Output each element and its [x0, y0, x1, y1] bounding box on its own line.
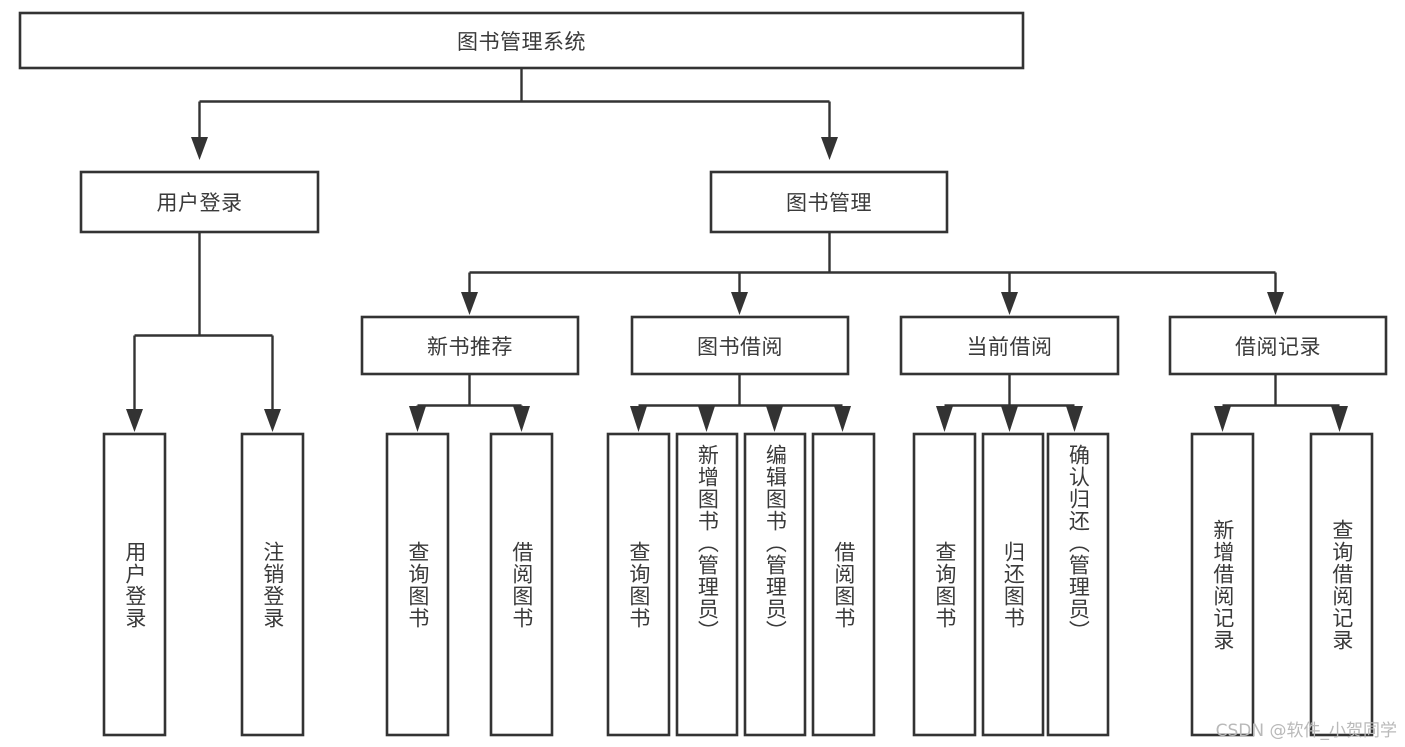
arrow-head-leaf-borrow-book-1 [513, 406, 530, 432]
node-box-leaf-user-login[interactable] [102, 432, 167, 737]
arrow-head-book-borrow [731, 292, 748, 315]
arrow-head-leaf-query-record [1331, 406, 1348, 432]
arrow-head-leaf-query-book-2 [630, 406, 647, 432]
arrow-head-leaf-logout [264, 409, 281, 432]
arrow-head-leaf-add-book [698, 406, 715, 432]
connector-group-borrow-record [1214, 374, 1348, 432]
arrow-head-new-book-rec [461, 292, 478, 315]
connector-group-book-borrow [630, 374, 851, 432]
node-box-leaf-borrow-book-2[interactable] [811, 432, 876, 737]
arrow-head-current-borrow [1001, 292, 1018, 315]
node-box-borrow-record[interactable] [1168, 315, 1388, 376]
arrow-head-user-login [191, 137, 208, 160]
node-box-user-login[interactable] [79, 170, 320, 234]
arrow-head-leaf-borrow-book-2 [834, 406, 851, 432]
arrow-head-leaf-confirm-return [1066, 406, 1083, 432]
arrow-head-leaf-add-record [1214, 406, 1231, 432]
node-box-leaf-confirm-return[interactable] [1046, 432, 1110, 737]
node-box-book-borrow[interactable] [630, 315, 850, 376]
arrow-head-book-manage [821, 137, 838, 160]
arrow-head-leaf-user-login [126, 409, 143, 432]
node-box-leaf-return-book[interactable] [981, 432, 1045, 737]
arrow-head-leaf-return-book [1001, 406, 1018, 432]
connector-group-book-manage [461, 232, 1284, 315]
connector-group-root [191, 68, 838, 160]
arrow-head-leaf-query-book-1 [409, 406, 426, 432]
node-box-book-manage[interactable] [709, 170, 949, 234]
node-box-leaf-logout[interactable] [240, 432, 305, 737]
node-box-leaf-query-book-1[interactable] [385, 432, 450, 737]
connector-group-current-borrow [936, 374, 1083, 432]
node-box-leaf-query-book-2[interactable] [606, 432, 671, 737]
node-box-leaf-borrow-book-1[interactable] [489, 432, 554, 737]
connector-group-user-login [126, 232, 281, 432]
node-box-leaf-query-book-3[interactable] [912, 432, 977, 737]
arrow-head-leaf-query-book-3 [936, 406, 953, 432]
node-box-leaf-add-record[interactable] [1190, 432, 1255, 737]
node-box-root[interactable] [18, 11, 1025, 70]
node-box-current-borrow[interactable] [899, 315, 1120, 376]
node-box-leaf-add-book[interactable] [675, 432, 739, 737]
node-box-new-book-rec[interactable] [360, 315, 580, 376]
node-box-leaf-edit-book[interactable] [743, 432, 807, 737]
node-box-leaf-query-record[interactable] [1309, 432, 1374, 737]
arrow-head-borrow-record [1267, 292, 1284, 315]
arrow-head-leaf-edit-book [766, 406, 783, 432]
connector-group-new-book-rec [409, 374, 530, 432]
